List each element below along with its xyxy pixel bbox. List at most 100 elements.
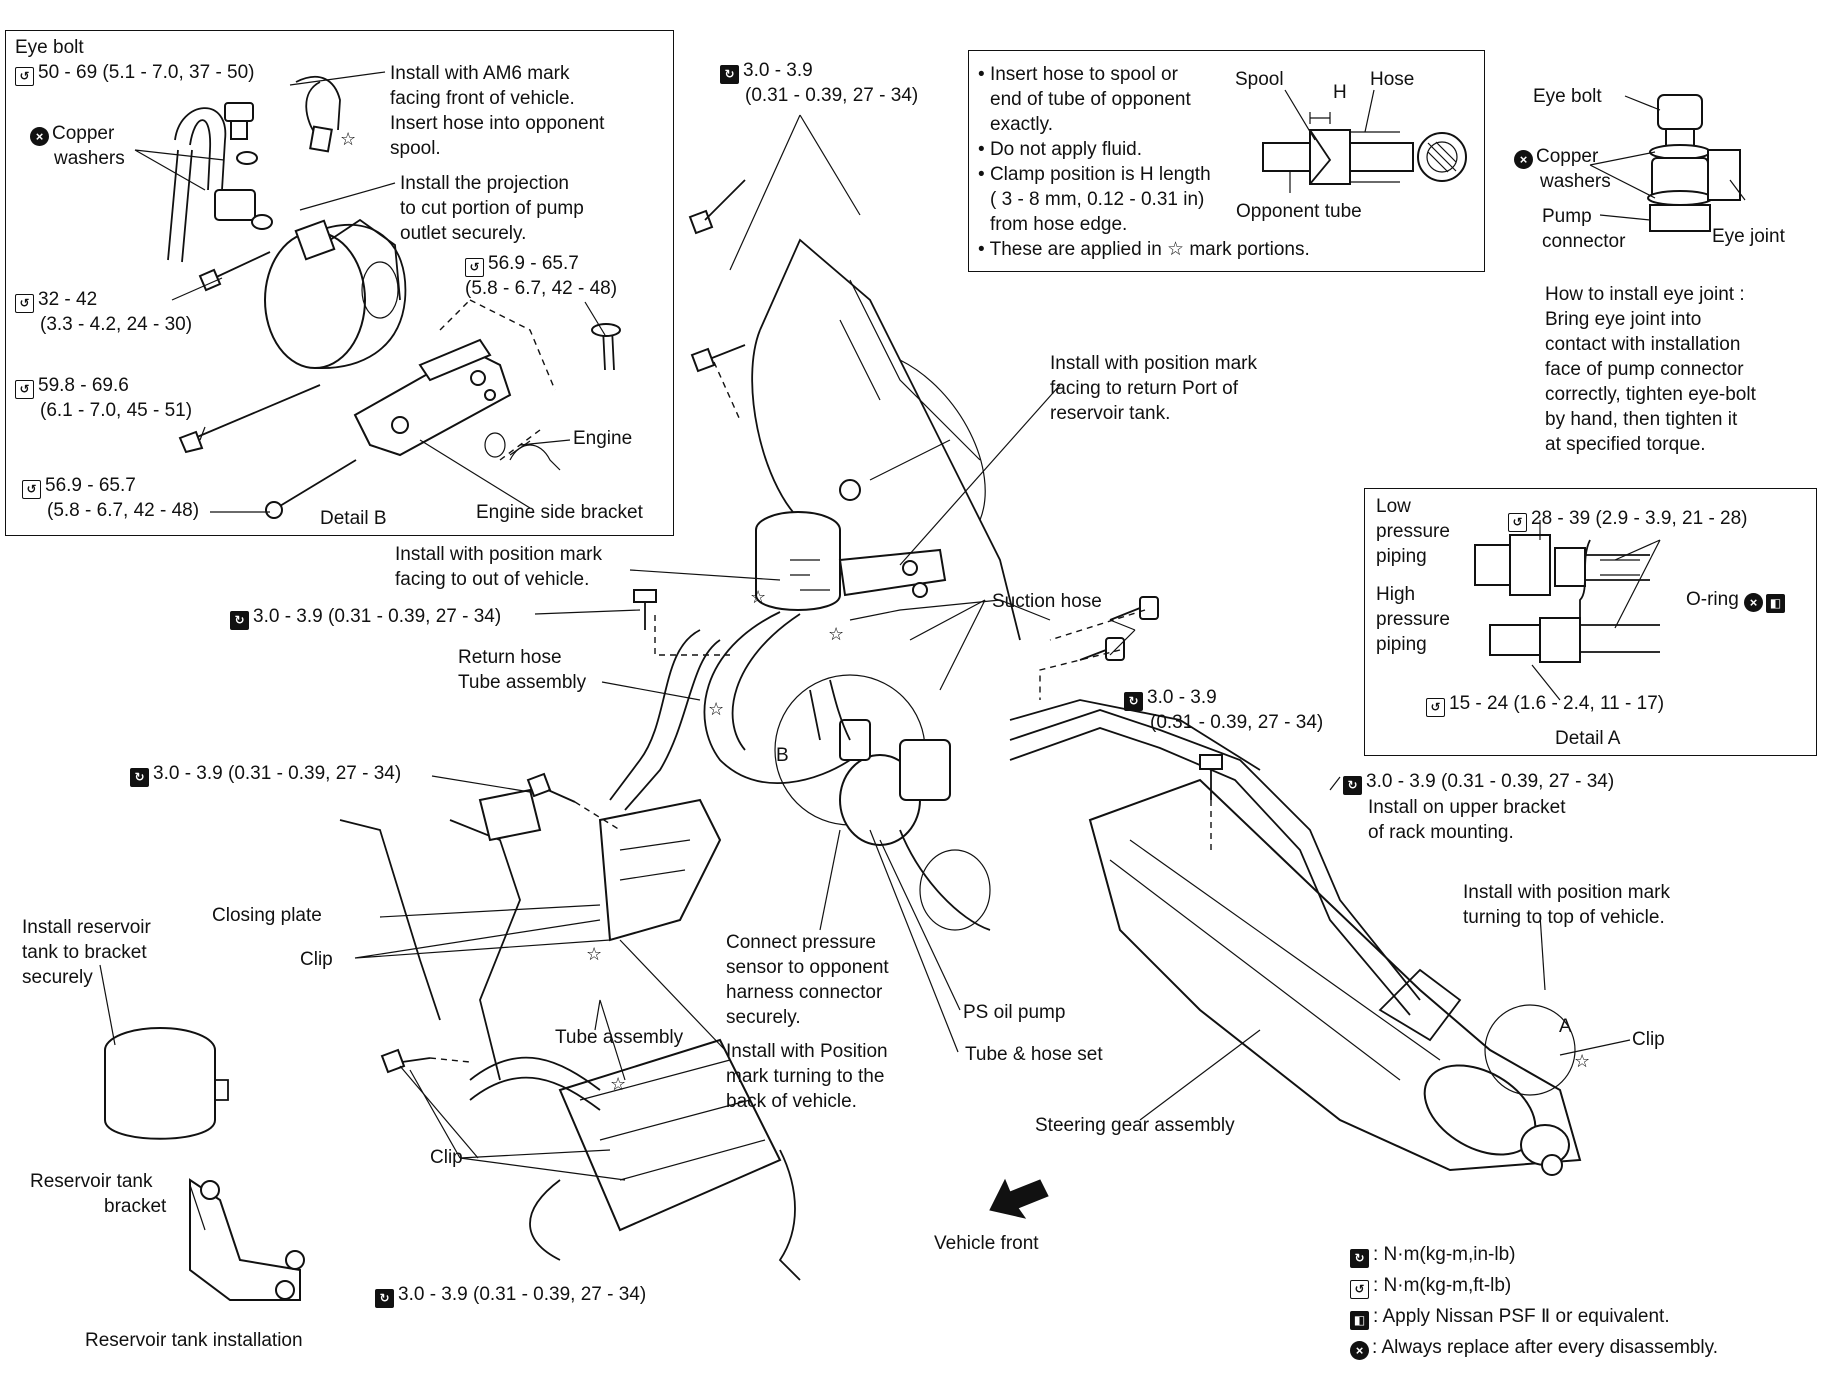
detail-b-title: Detail B <box>320 508 387 529</box>
always-replace-icon: × <box>1514 150 1533 169</box>
reservoir-installation-title: Reservoir tank installation <box>85 1330 303 1351</box>
torque-in-lb-icon: ↻ <box>1124 692 1143 711</box>
eye-joint-how-7: at specified torque. <box>1545 434 1706 455</box>
out-of-vehicle-note-1: Install with position mark <box>395 544 602 565</box>
torque-ft-lb-icon: ↺ <box>15 67 34 86</box>
always-replace-icon: × <box>30 127 49 146</box>
am6-note-1: Install with AM6 mark <box>390 63 570 84</box>
detail-a-title: Detail A <box>1555 728 1621 749</box>
long-bolt-torque-a-value: 59.8 - 69.6 <box>38 375 129 396</box>
svg-text:☆: ☆ <box>828 624 844 645</box>
detail-a-marker: A <box>1559 1016 1572 1037</box>
detail-a-panel <box>1364 488 1817 756</box>
eye-joint-how-6: by hand, then tighten it <box>1545 409 1738 430</box>
return-port-note-3: reservoir tank. <box>1050 403 1171 424</box>
svg-text:☆: ☆ <box>610 1074 626 1095</box>
pump-connector-label-2: connector <box>1542 231 1626 252</box>
pressure-sensor-note-4: securely. <box>726 1007 801 1028</box>
torque-ft-lb-icon: ↺ <box>1350 1280 1369 1299</box>
left-bracket-torque: ↻3.0 - 3.9 (0.31 - 0.39, 27 - 34) <box>130 761 401 787</box>
torque-in-lb-icon: ↻ <box>375 1289 394 1308</box>
return-hose-label: Return hose <box>458 647 562 668</box>
torque-in-lb-icon: ↻ <box>720 65 739 84</box>
always-replace-icon: × <box>1744 593 1764 612</box>
upper-bracket-note-1: Install on upper bracket <box>1368 797 1566 818</box>
stud-bolt-torque-b: (5.8 - 6.7, 42 - 48) <box>47 500 200 521</box>
out-of-vehicle-note-2: facing to out of vehicle. <box>395 569 590 590</box>
back-of-vehicle-note-2: mark turning to the <box>726 1066 885 1087</box>
suction-bolt-torque-b: (0.31 - 0.39, 27 - 34) <box>1150 712 1324 733</box>
spool-drawing <box>1262 89 1467 193</box>
torque-ft-lb-icon: ↺ <box>465 258 484 277</box>
eye-joint-how-2: Bring eye joint into <box>1545 309 1702 330</box>
pressure-sensor-note-2: sensor to opponent <box>726 957 889 978</box>
clip-label-2: Clip <box>430 1147 463 1168</box>
top-of-vehicle-note-1: Install with position mark <box>1463 882 1670 903</box>
legend-in-lb: ↻: N·m(kg-m,in-lb) <box>1350 1242 1516 1268</box>
steering-gear-label: Steering gear assembly <box>1035 1115 1235 1136</box>
eye-joint-how-4: face of pump connector <box>1545 359 1744 380</box>
long-bolt-torque-a: ↺59.8 - 69.6 <box>15 373 129 399</box>
low-pressure-1: Low <box>1376 496 1411 517</box>
torque-in-lb-icon: ↻ <box>1343 776 1362 795</box>
tube-hose-set-label: Tube & hose set <box>965 1044 1103 1065</box>
engine-side-bracket-label: Engine side bracket <box>476 502 643 523</box>
legend-replace-text: : Always replace after every disassembly… <box>1372 1337 1719 1358</box>
pump-connector-label-1: Pump <box>1542 206 1592 227</box>
return-port-note-1: Install with position mark <box>1050 353 1257 374</box>
legend-in-lb-text: : N·m(kg-m,in-lb) <box>1373 1244 1516 1265</box>
eye-joint-how-1: How to install eye joint : <box>1545 284 1745 305</box>
legend-replace: ×: Always replace after every disassembl… <box>1350 1335 1718 1360</box>
opponent-tube-label: Opponent tube <box>1236 201 1362 222</box>
eye-bolt-torque-value: 50 - 69 (5.1 - 7.0, 37 - 50) <box>38 62 255 83</box>
cooler-bolt-torque: ↻3.0 - 3.9 (0.31 - 0.39, 27 - 34) <box>375 1282 646 1308</box>
reservoir-bolt-torque-value: 3.0 - 3.9 (0.31 - 0.39, 27 - 34) <box>253 606 502 627</box>
eye-joint-copper-label: ×Copper <box>1514 144 1598 169</box>
reservoir-install-note-1: Install reservoir <box>22 917 151 938</box>
torque-ft-lb-icon: ↺ <box>1508 513 1527 532</box>
apply-fluid-icon: ◧ <box>1350 1311 1369 1330</box>
copper-washers-label: ×Copper <box>30 121 114 146</box>
spool-note-3c: from hose edge. <box>990 214 1128 235</box>
torque-in-lb-icon: ↻ <box>1350 1249 1369 1268</box>
detail-b-drawing: ☆ <box>134 71 621 519</box>
legend-fluid: ◧: Apply Nissan PSF Ⅱ or equivalent. <box>1350 1304 1670 1330</box>
bolt-icon <box>380 179 1223 1074</box>
high-pressure-torque: ↺15 - 24 (1.6 - 2.4, 11 - 17) <box>1426 691 1664 717</box>
vehicle-front-label: Vehicle front <box>934 1233 1039 1254</box>
reservoir-bracket-label-2: bracket <box>104 1196 167 1217</box>
spool-note-3b: ( 3 - 8 mm, 0.12 - 0.31 in) <box>990 189 1205 210</box>
spool-note-2-text: Do not apply fluid. <box>989 139 1143 160</box>
eye-joint-how-5: correctly, tighten eye-bolt <box>1545 384 1756 405</box>
svg-text:☆: ☆ <box>750 587 766 608</box>
engine-label: Engine <box>573 428 633 449</box>
copper-text: Copper <box>52 123 115 144</box>
detail-b-panel <box>5 30 674 536</box>
long-bolt-torque-b: (6.1 - 7.0, 45 - 51) <box>40 400 193 421</box>
tube-assembly-label-1: Tube assembly <box>458 672 587 693</box>
copper-washers-label-2: washers <box>54 148 125 169</box>
high-pressure-3: piping <box>1376 634 1427 655</box>
suction-bolt-torque-a-value: 3.0 - 3.9 <box>1147 687 1217 708</box>
always-replace-icon: × <box>1350 1341 1369 1360</box>
eye-joint-how-3: contact with installation <box>1545 334 1741 355</box>
eye-bolt-torque: ↺50 - 69 (5.1 - 7.0, 37 - 50) <box>15 60 255 86</box>
reservoir-bracket-label-1: Reservoir tank <box>30 1171 153 1192</box>
am6-note-4: spool. <box>390 138 441 159</box>
eye-bolt-label: Eye bolt <box>15 37 84 58</box>
o-ring-label: O-ring ×◧ <box>1686 587 1789 613</box>
torque-ft-lb-icon: ↺ <box>15 380 34 399</box>
eye-joint-washers-label: washers <box>1540 171 1611 192</box>
spool-note-1a-text: Insert hose to spool or <box>989 64 1178 85</box>
spool-note-4: • These are applied in ☆ mark portions. <box>978 239 1310 260</box>
torque-in-lb-icon: ↻ <box>130 768 149 787</box>
top-bolt-torque-a: ↻3.0 - 3.9 <box>720 58 813 84</box>
apply-fluid-icon: ◧ <box>1766 594 1786 613</box>
eye-joint-copper-text: Copper <box>1536 146 1599 167</box>
return-port-note-2: facing to return Port of <box>1050 378 1238 399</box>
svg-text:☆: ☆ <box>586 944 602 965</box>
reservoir-bolt-torque: ↻3.0 - 3.9 (0.31 - 0.39, 27 - 34) <box>230 604 501 630</box>
am6-note-2: facing front of vehicle. <box>390 88 575 109</box>
tube-assembly-label-2: Tube assembly <box>555 1027 684 1048</box>
